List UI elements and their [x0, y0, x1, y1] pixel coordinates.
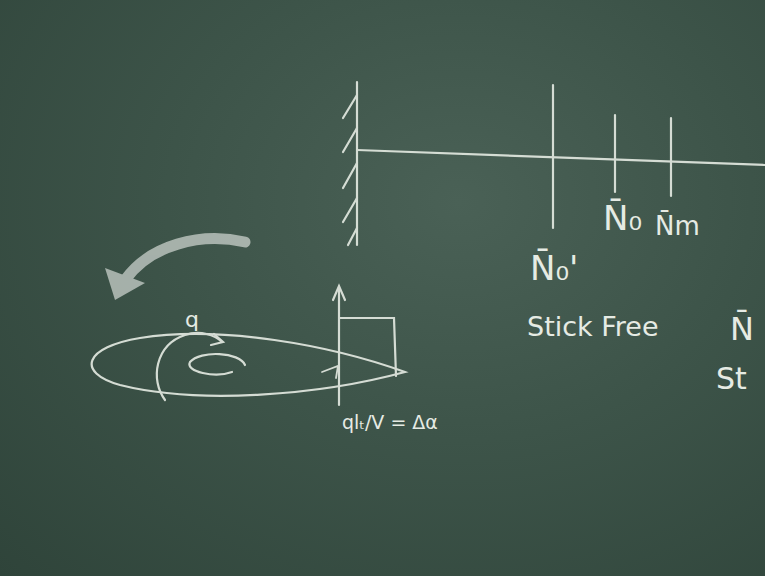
wall-hatch — [343, 95, 357, 245]
chalk-label: N̄₀ — [603, 200, 642, 237]
chalk-label: q — [185, 308, 199, 332]
marker-line — [614, 115, 616, 192]
velocity-profile — [339, 318, 396, 376]
chalk-label: N̄₀' — [530, 250, 578, 287]
chalk-label: St — [716, 362, 747, 395]
velocity-arrow — [338, 288, 340, 405]
chalk-label: N̄m — [655, 212, 700, 241]
marker-line — [670, 118, 672, 196]
tail-mark — [322, 366, 338, 378]
rotation-arrow — [157, 333, 222, 400]
chalk-label: qlₜ/V = Δα — [342, 412, 438, 433]
axis-line — [357, 150, 765, 165]
marker-line — [552, 85, 554, 228]
chalk-label: N̄ — [730, 312, 754, 347]
chalk-label: Stick Free — [527, 312, 659, 342]
arrow-head — [333, 286, 345, 300]
airfoil — [92, 334, 405, 396]
curved-arrow — [105, 239, 245, 300]
swirl — [189, 354, 245, 374]
arrow-head — [211, 334, 223, 345]
